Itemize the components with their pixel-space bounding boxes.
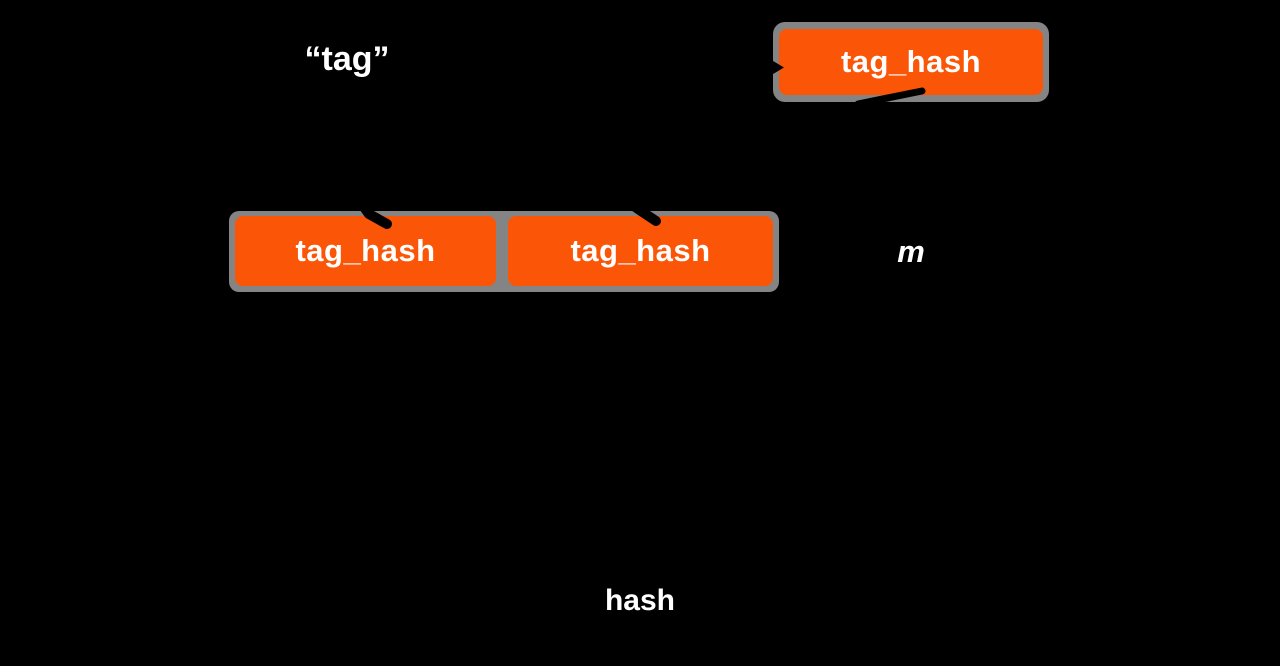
tag-hash-result-box-border: tag_hash <box>773 22 1049 102</box>
concat-tag-hash-box-2: tag_hash <box>508 216 773 286</box>
tag-hash-result-box: tag_hash <box>779 29 1043 95</box>
concat-tag-hash-box-1: tag_hash <box>235 216 496 286</box>
tag-string-label: “tag” <box>304 40 390 78</box>
hash-output-label: hash <box>604 584 676 617</box>
concatenation-group-border: tag_hash tag_hash <box>229 211 779 292</box>
message-label: m <box>897 234 925 269</box>
